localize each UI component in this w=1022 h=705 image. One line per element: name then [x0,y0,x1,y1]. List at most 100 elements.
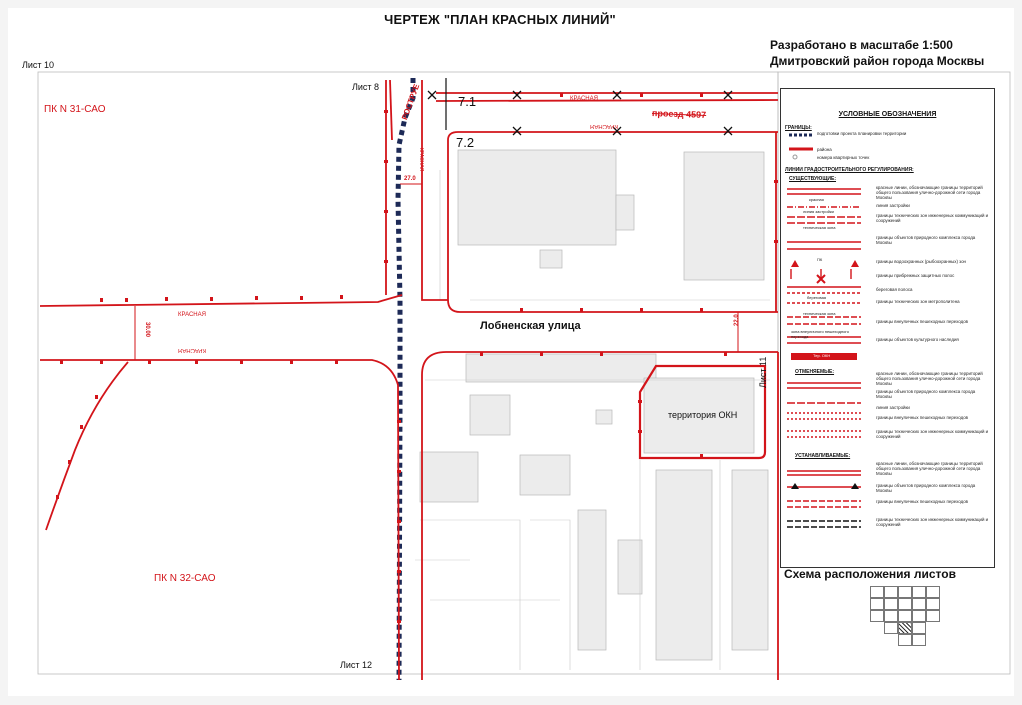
building-block [615,194,635,231]
legend-e6: границы прибрежных защитных полос [876,273,955,278]
building-block [577,509,607,651]
red-lines [39,79,779,681]
red-label-vertical: КРАСНАЯ [418,148,424,172]
x-marker [612,90,622,100]
tick [240,360,243,364]
red-label: КРАСНАЯ [178,312,206,318]
tick [397,520,401,523]
tick [195,360,198,364]
dimension-30-label: 30.00 [144,322,150,338]
legend-boundaries-head: ГРАНИЦЫ: [785,125,812,131]
tick [300,296,303,300]
pk31-label: ПК N 31-САО [44,104,106,115]
building-block [731,469,769,651]
scheme-cell [884,598,898,610]
x-marker [427,90,437,100]
lot-71-label: 7.1 [458,94,477,109]
tick [724,352,727,356]
legend-mini-ped: зона внеуличного пешеходного перехода [791,329,849,339]
legend-s2: границы объектов природного комплекса го… [876,483,976,493]
legend-s1: красные линии, обозначающие границы терр… [876,461,983,476]
background-lines [415,170,770,670]
tick [384,110,388,113]
tick [600,352,603,356]
lot-72-label: 7.2 [456,135,475,150]
red-label: КРАСНАЯ [570,96,598,102]
okn-label: территория ОКН [668,410,738,420]
tick [638,400,642,403]
legend-symbols [787,133,861,528]
scheme-cell [884,622,898,634]
tick [60,360,63,364]
pk32-label: ПК N 32-САО [154,573,216,584]
tick [95,395,98,399]
legend-cancel-head: ОТМЕНЯЕМЫЕ: [795,369,835,375]
legend-e1: красные линии, обозначающие границы терр… [876,185,983,200]
red-line [421,80,448,301]
x-marker [723,126,733,136]
building-block [419,451,479,503]
x-markers [427,90,733,136]
building-block [465,353,657,383]
drawing-title: ЧЕРТЕЖ "ПЛАН КРАСНЫХ ЛИНИЙ" [384,12,616,27]
tick [640,308,643,312]
scheme-cell [884,586,898,598]
dimension-22-label: 22.0 [734,314,740,326]
tick [580,308,583,312]
sheet-label-8: Лист 8 [352,82,380,92]
tick [100,360,103,364]
scheme-cell [898,598,912,610]
tick [774,240,778,243]
legend-c2: границы объектов природного комплекса го… [876,389,976,399]
tick [397,470,401,473]
scheme-cell [870,598,884,610]
scheme-cell [912,598,926,610]
red-line [447,131,778,141]
scheme-cell [926,586,940,598]
sheet-label-12: Лист 12 [340,660,373,670]
legend-mini-line: линия застройки [803,209,834,214]
tick [210,297,213,301]
building-block [469,394,511,436]
tick [560,93,563,97]
legend-b1: подготовки проекта планировки территории [817,131,907,136]
project-boundary-line [395,78,416,681]
legend-e7: береговая полоса [876,287,913,292]
dimensions [134,183,739,360]
tick [125,298,128,302]
tick [700,93,703,97]
legend-c3: линия застройки [876,405,910,410]
legend-c5: границы технических зон инженерных комму… [876,429,989,439]
legend-c1: красные линии, обозначающие границы терр… [876,371,983,386]
legend-e10: границы объектов культурного наследия [876,337,959,342]
scheme-cell [898,634,912,646]
legend-existing-head: СУЩЕСТВУЮЩИЕ: [789,176,837,182]
red-label: КРАСНАЯ [178,347,206,353]
building-block [539,249,563,269]
x-marker [723,90,733,100]
tick [335,360,338,364]
scheme-cell [926,610,940,622]
buildings [419,149,769,661]
tick [520,308,523,312]
x-marker [612,126,622,136]
sheet-scheme-grid [870,586,940,656]
tick [774,180,778,183]
tick [384,260,388,263]
red-line [45,361,129,531]
scheme-cell [898,610,912,622]
street-label: Лобненская улица [480,320,581,332]
tick [80,425,83,429]
scale-note: Разработано в масштабе 1:500 [770,38,953,52]
legend-set-head: УСТАНАВЛИВАЕМЫЕ: [795,453,851,459]
red-line [389,79,393,141]
tick [148,360,151,364]
legend-mini-red: красная [809,197,824,202]
legend-b3: номера квартирных точек [817,155,870,160]
legend-title: УСЛОВНЫЕ ОБОЗНАЧЕНИЯ [838,111,937,118]
legend-e8: границы технических зон метрополитена [876,299,960,304]
tick [540,352,543,356]
legend-e5: границы водоохранных (рыбоохранных) зон [876,259,966,264]
tick [480,352,483,356]
tick [384,160,388,163]
